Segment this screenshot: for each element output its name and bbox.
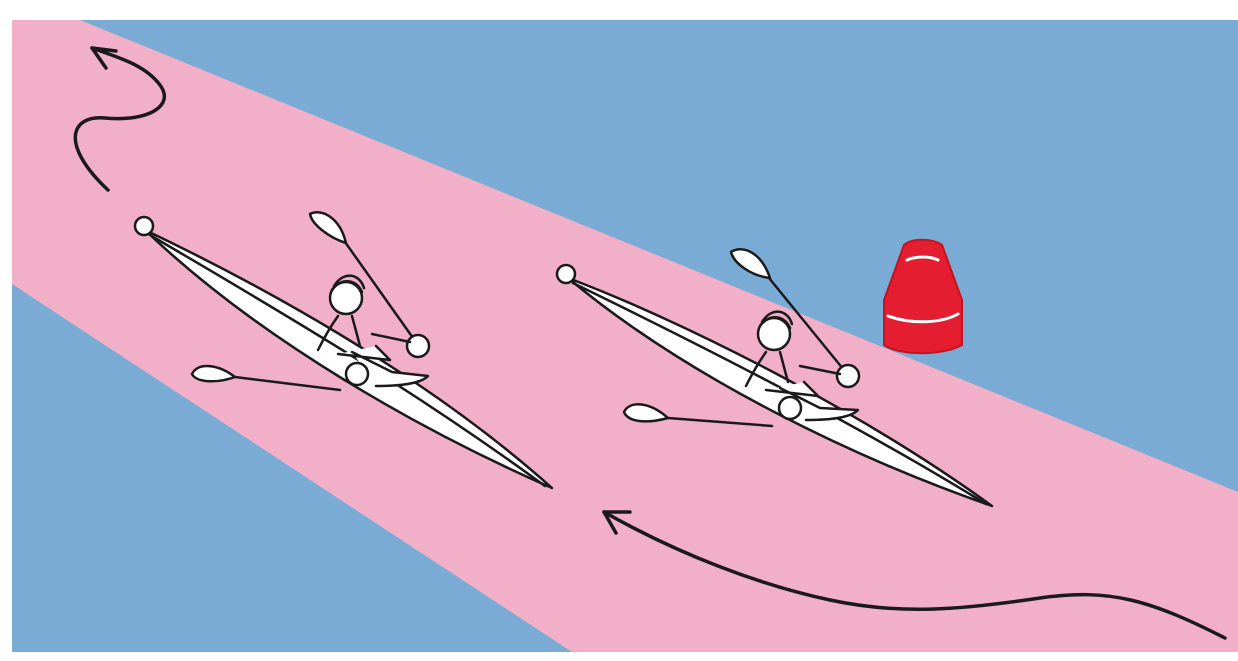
path-arrow-top-left [73, 46, 167, 192]
hand-bottom [777, 395, 803, 421]
paddler-body [744, 350, 860, 422]
hand-top [835, 363, 861, 389]
kayak-hull [143, 228, 554, 490]
turning-buoy [883, 238, 963, 355]
paddle-blade-bottom [190, 364, 237, 383]
kayak-2 [555, 248, 994, 508]
paddle-blade-bottom [622, 403, 670, 423]
lane-band [12, 20, 1238, 652]
paddler-body [316, 314, 430, 388]
bow-ball [555, 263, 577, 285]
paddle-shaft [233, 240, 420, 392]
paddle-blade-top [729, 248, 772, 280]
bow-ball [133, 215, 155, 237]
hand-top [405, 333, 431, 359]
kayak-1 [133, 211, 554, 490]
paddle-blade-top [308, 211, 348, 245]
paddle-shaft [666, 276, 850, 428]
hand-bottom [344, 361, 370, 387]
path-arrow-bottom [602, 510, 1227, 640]
